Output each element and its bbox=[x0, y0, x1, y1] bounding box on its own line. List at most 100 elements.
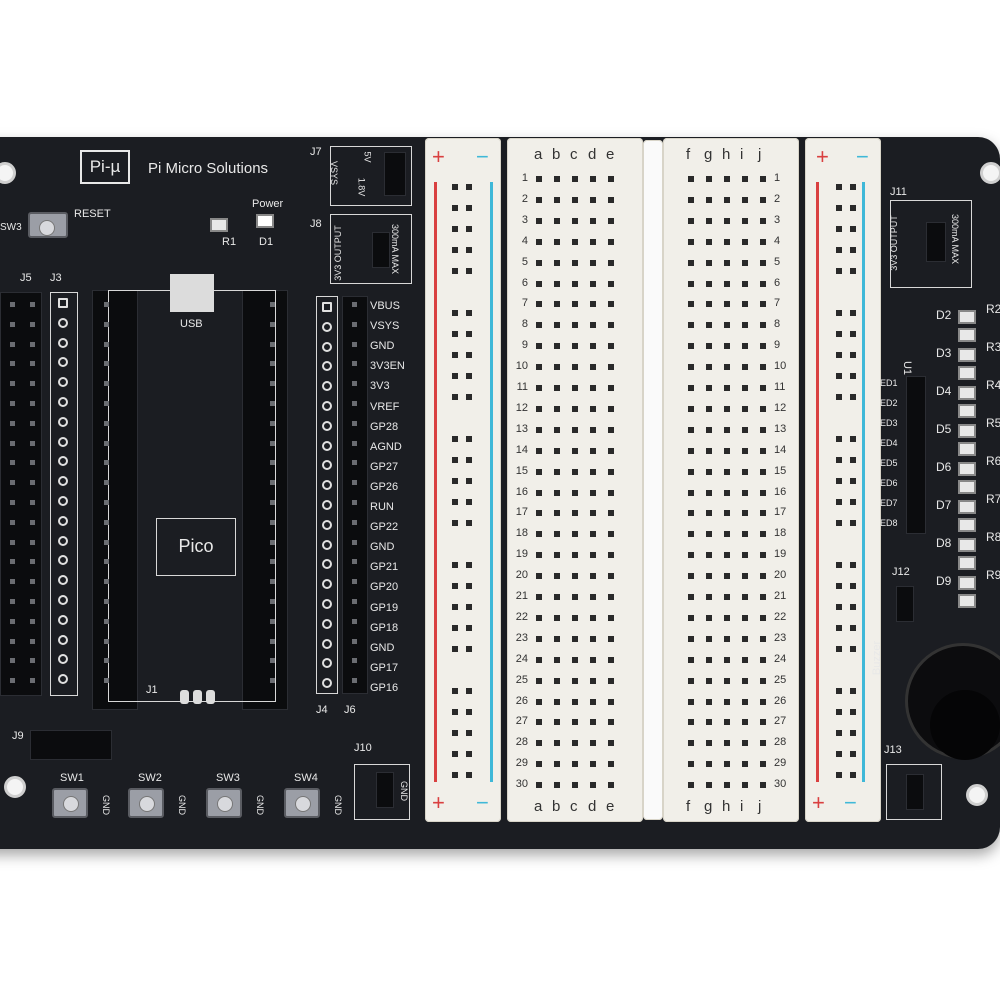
breadboard-hole bbox=[724, 677, 730, 684]
led-chip bbox=[958, 576, 976, 590]
breadboard-hole bbox=[724, 782, 730, 789]
led-label: D2 bbox=[936, 308, 952, 322]
breadboard-hole bbox=[590, 405, 596, 412]
row-number-right: 3 bbox=[774, 213, 781, 226]
breadboard-hole bbox=[608, 698, 614, 705]
j6-dot bbox=[352, 658, 357, 664]
column-label-top: e bbox=[606, 146, 615, 163]
breadboard-hole bbox=[706, 322, 712, 329]
rail-hole bbox=[836, 604, 842, 610]
rail-hole bbox=[466, 604, 472, 610]
rail-hole bbox=[466, 562, 472, 568]
breadboard-hole bbox=[742, 385, 748, 391]
breadboard-hole bbox=[572, 322, 578, 329]
row-number-left: 2 bbox=[521, 192, 528, 205]
v5-label: 5V bbox=[362, 151, 373, 163]
rail-hole bbox=[850, 730, 856, 736]
r1-resistor bbox=[210, 218, 228, 232]
row-number-right: 29 bbox=[774, 757, 787, 770]
rail-hole bbox=[836, 205, 842, 211]
breadboard-hole bbox=[572, 761, 578, 768]
breadboard-hole bbox=[760, 468, 766, 475]
rail-hole bbox=[466, 184, 472, 190]
j6-dot bbox=[352, 678, 357, 684]
pin-label: GP22 bbox=[370, 521, 399, 534]
j5-dot bbox=[10, 500, 15, 505]
sw3-button[interactable] bbox=[206, 788, 242, 818]
breadboard-hole bbox=[608, 552, 614, 559]
row-number-left: 26 bbox=[515, 694, 528, 707]
row-number-left: 20 bbox=[515, 569, 528, 582]
pin-label: GP27 bbox=[370, 460, 399, 473]
breadboard-hole bbox=[608, 322, 614, 329]
breadboard-hole bbox=[554, 635, 560, 642]
j5-header bbox=[0, 292, 42, 696]
breadboard-hole bbox=[760, 719, 766, 726]
j3-pin bbox=[58, 317, 68, 328]
row-number-right: 7 bbox=[774, 297, 781, 310]
breadboard-hole bbox=[572, 176, 578, 182]
pico-right-dot bbox=[270, 341, 275, 347]
pico-left-dot bbox=[104, 321, 109, 327]
led-label: D9 bbox=[936, 574, 952, 588]
sw2-button[interactable] bbox=[128, 788, 164, 818]
resistor-label: R8 bbox=[986, 530, 1000, 544]
breadboard-hole bbox=[760, 698, 766, 705]
j5-dot bbox=[30, 618, 35, 624]
d1-label: D1 bbox=[259, 236, 274, 248]
breadboard-hole bbox=[760, 594, 766, 600]
rail-right-plus-bottom: + bbox=[812, 790, 825, 815]
u1-pin-label: ED8 bbox=[880, 518, 898, 528]
j7-jumper[interactable] bbox=[384, 152, 406, 196]
column-label-top: h bbox=[722, 146, 731, 163]
breadboard-hole bbox=[742, 510, 748, 517]
j11-max-label: 300mA MAX bbox=[950, 213, 961, 265]
j5-dot bbox=[30, 401, 35, 406]
breadboard-hole bbox=[706, 343, 712, 350]
column-label-top: g bbox=[704, 146, 713, 163]
breadboard-hole bbox=[706, 594, 712, 600]
rail-hole bbox=[452, 331, 458, 337]
usb-connector bbox=[170, 274, 214, 312]
breadboard-hole bbox=[742, 635, 748, 642]
row-number-right: 11 bbox=[774, 381, 786, 393]
j8-jumper[interactable] bbox=[372, 232, 390, 268]
pico-left-dot bbox=[104, 361, 109, 367]
row-number-right: 23 bbox=[774, 631, 787, 644]
row-number-left: 1 bbox=[521, 172, 528, 184]
breadboard-hole bbox=[706, 782, 712, 789]
breadboard-hole bbox=[536, 322, 542, 329]
j5-dot bbox=[30, 638, 35, 644]
j5-dot bbox=[10, 302, 15, 307]
breadboard-hole bbox=[554, 677, 560, 684]
rail-hole bbox=[850, 331, 856, 337]
breadboard-hole bbox=[760, 217, 766, 224]
breadboard-hole bbox=[554, 385, 560, 391]
led-chip bbox=[958, 424, 976, 438]
pico-left-dot bbox=[104, 519, 109, 525]
breadboard-hole bbox=[760, 280, 766, 287]
breadboard-hole bbox=[608, 468, 614, 475]
row-number-left: 21 bbox=[515, 590, 528, 602]
breadboard-hole bbox=[554, 238, 560, 245]
rail-hole bbox=[850, 499, 856, 505]
sw4-button[interactable] bbox=[284, 788, 320, 818]
row-number-left: 3 bbox=[521, 213, 528, 226]
reset-button[interactable] bbox=[28, 212, 68, 238]
j6-dot bbox=[352, 381, 357, 387]
j4-pin bbox=[322, 599, 332, 609]
pin-label: VBUS bbox=[370, 300, 400, 312]
pin-label: GP20 bbox=[370, 581, 399, 594]
breadboard-hole bbox=[554, 280, 560, 287]
rail-hole bbox=[452, 646, 458, 652]
breadboard-hole bbox=[572, 698, 578, 705]
rail-hole bbox=[466, 310, 472, 316]
sw1-button[interactable] bbox=[52, 788, 88, 818]
row-number-right: 8 bbox=[774, 318, 781, 331]
breadboard-hole bbox=[742, 322, 748, 329]
rail-hole bbox=[836, 457, 842, 463]
breadboard-hole bbox=[724, 238, 730, 245]
j6-header bbox=[342, 296, 368, 694]
breadboard-hole bbox=[590, 489, 596, 496]
j4-pin bbox=[322, 460, 332, 471]
